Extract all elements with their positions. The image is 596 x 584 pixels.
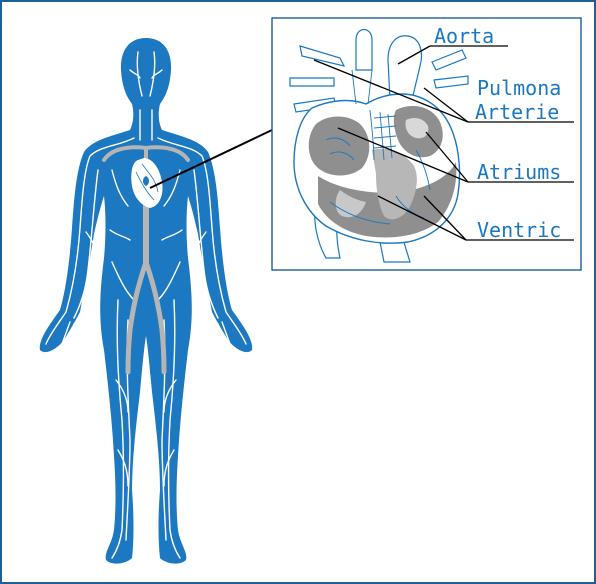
label-ventricles: Ventric	[477, 220, 561, 240]
human-body-figure	[40, 38, 252, 564]
label-aorta: Aorta	[434, 26, 494, 46]
label-pulmonary-line1: Pulmona	[477, 78, 561, 98]
label-pulmonary-line2: Arterie	[475, 102, 559, 122]
body-silhouette	[40, 38, 252, 564]
label-atriums: Atriums	[477, 162, 561, 182]
right-atrium-region	[309, 117, 370, 176]
